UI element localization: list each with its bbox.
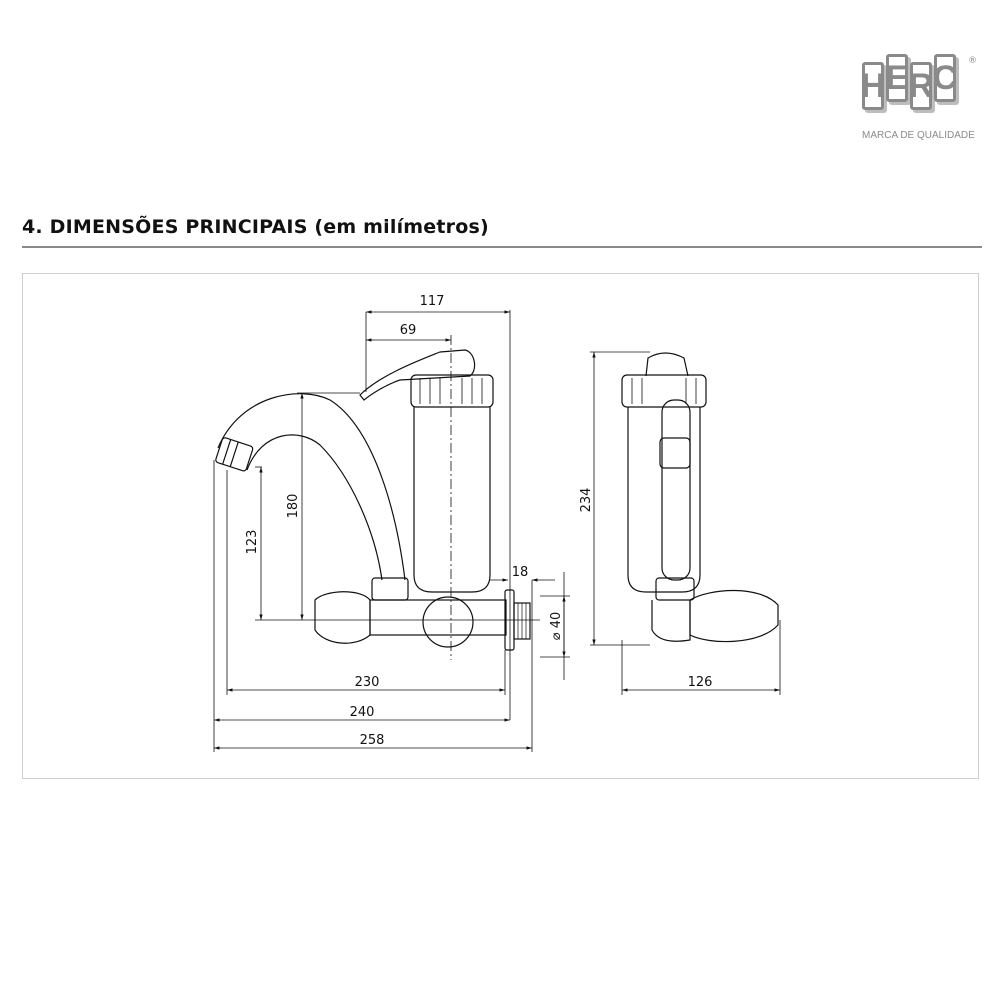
logo-letter: C <box>933 54 957 102</box>
logo-letter: R <box>909 62 933 110</box>
dim-123: 123 <box>245 530 260 555</box>
dim-117: 117 <box>420 294 445 309</box>
dim-230: 230 <box>355 675 380 690</box>
logo-letter: E <box>886 54 908 102</box>
title-divider <box>22 246 982 248</box>
logo-letter: H <box>861 62 885 110</box>
logo-tagline: MARCA DE QUALIDADE <box>862 130 975 141</box>
front-view <box>215 335 531 660</box>
dim-258: 258 <box>360 733 385 748</box>
section-title: 4. DIMENSÕES PRINCIPAIS (em milímetros) <box>22 216 489 238</box>
side-view <box>621 352 779 643</box>
dim-240: 240 <box>350 705 375 720</box>
dim-126: 126 <box>688 675 713 690</box>
side-dimension-lines <box>590 351 781 695</box>
dim-diameter-40: ⌀ 40 <box>549 612 564 641</box>
front-dimension-lines <box>213 310 570 752</box>
registered-mark: ® <box>968 56 977 66</box>
dim-234: 234 <box>579 488 594 513</box>
dim-69: 69 <box>400 323 417 338</box>
herc-logo: H E R C ® MARCA DE QUALIDADE <box>861 54 977 142</box>
drawing-frame <box>22 273 979 779</box>
dim-18: 18 <box>512 565 529 580</box>
dim-180: 180 <box>286 494 301 519</box>
